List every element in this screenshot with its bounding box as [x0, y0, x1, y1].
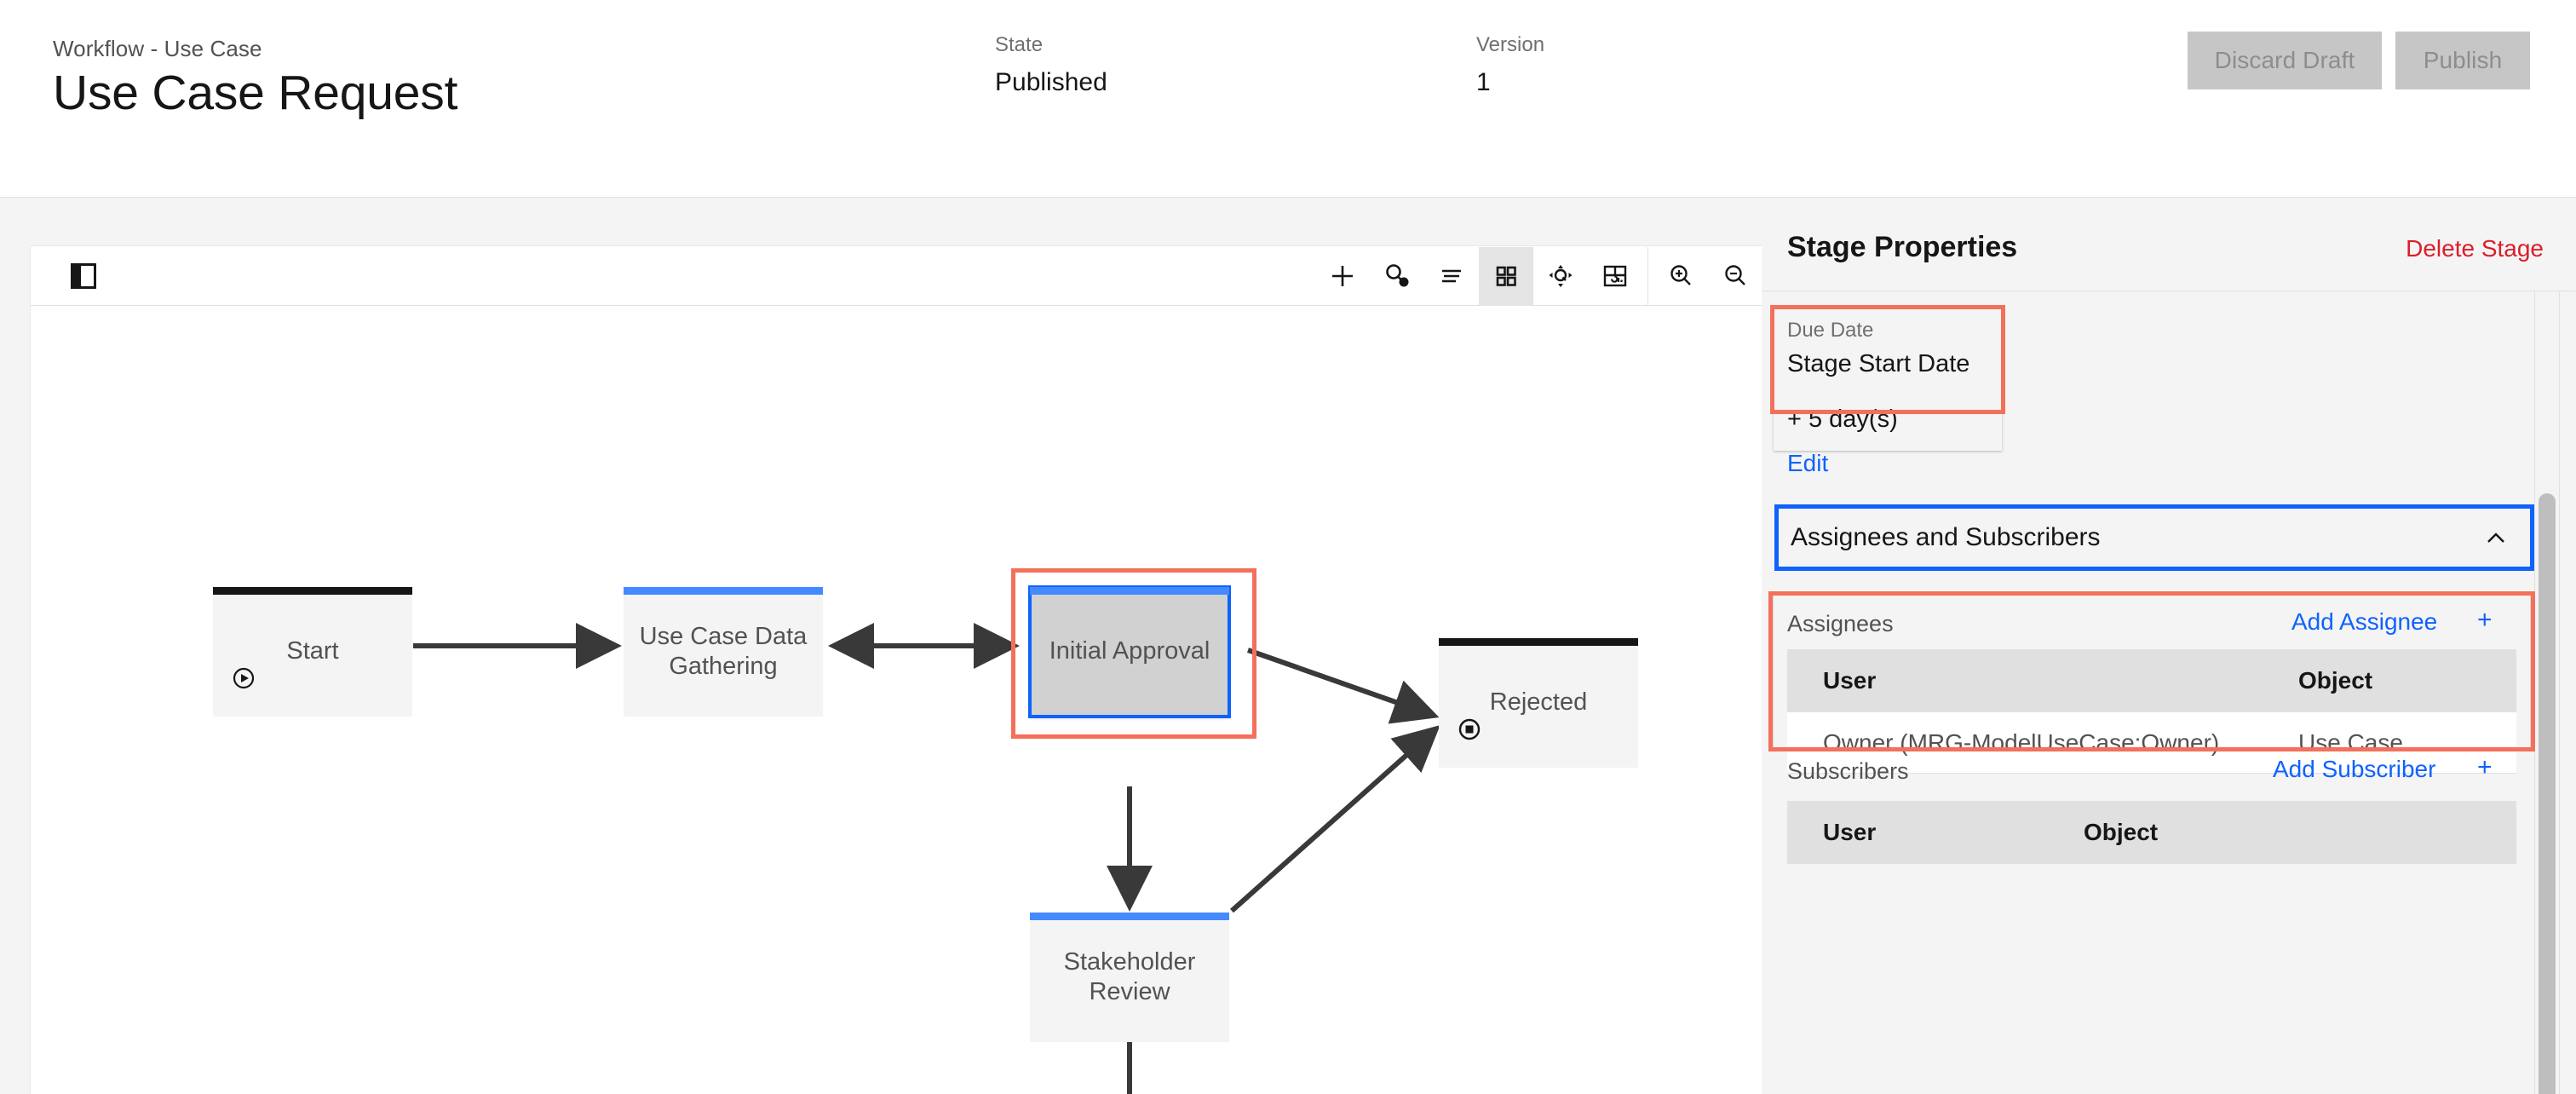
column-header-user: User — [1823, 819, 1877, 845]
plus-icon[interactable]: + — [2477, 606, 2493, 634]
node-label: Rejected — [1489, 688, 1588, 717]
node-use-case-data-gathering[interactable]: Use Case Data Gathering — [624, 587, 823, 717]
node-start[interactable]: Start — [213, 587, 412, 717]
subscribers-table-header: User Object — [1787, 801, 2516, 864]
accordion-assignees-subscribers[interactable]: Assignees and Subscribers — [1777, 507, 2532, 568]
node-label: Initial Approval — [1049, 637, 1210, 665]
workflow-canvas-card: Start Use Case Data Gathering — [30, 245, 1762, 1094]
delete-stage-button[interactable]: Delete Stage — [2406, 235, 2544, 262]
add-assignee-link[interactable]: Add Assignee — [2291, 608, 2438, 635]
header-actions: Discard Draft Publish — [2188, 32, 2530, 89]
page-title: Use Case Request — [53, 66, 458, 120]
subscribers-table: User Object — [1787, 801, 2516, 864]
node-status-bar — [213, 587, 412, 595]
add-icon[interactable] — [1315, 247, 1370, 306]
due-date-card[interactable]: Due Date Stage Start Date + 5 day(s) — [1774, 308, 2002, 451]
column-header-object: Object — [2084, 819, 2159, 845]
column-header-user: User — [1823, 667, 1877, 694]
zoom-in-icon[interactable] — [1653, 247, 1708, 306]
panel-scrollbar-thumb[interactable] — [2539, 493, 2556, 1094]
edge-initial-rejected — [1247, 648, 1440, 724]
node-initial-approval[interactable]: Initial Approval — [1028, 585, 1231, 718]
stage-properties-panel: Stage Properties Delete Stage Due Date S… — [1762, 199, 2576, 1094]
fit-move-icon[interactable] — [1533, 247, 1588, 306]
node-rejected[interactable]: Rejected — [1439, 638, 1638, 768]
breadcrumb: Workflow - Use Case — [53, 36, 262, 61]
edge-stakeholder-rejected — [1230, 725, 1440, 913]
toolbar-right-group — [1315, 246, 1762, 306]
due-date-offset: + 5 day(s) — [1787, 406, 1898, 433]
accordion-label: Assignees and Subscribers — [1791, 523, 2101, 551]
diagram-edges — [413, 623, 1440, 1094]
column-header-object: Object — [2298, 667, 2373, 694]
play-circle-icon — [232, 666, 256, 694]
node-status-bar — [1030, 913, 1229, 920]
zoom-out-icon[interactable] — [1708, 247, 1762, 306]
layout-panel-icon[interactable] — [1588, 247, 1642, 306]
grid-layout-icon[interactable] — [1479, 246, 1533, 306]
node-label: Stakeholder Review — [1063, 947, 1196, 1005]
edit-due-date-link[interactable]: Edit — [1787, 450, 1829, 476]
page-header: Workflow - Use Case Use Case Request Sta… — [0, 0, 2576, 198]
assignee-user-cell: Owner (MRG-ModelUseCase:Owner) — [1823, 728, 2220, 756]
version-label: Version — [1476, 33, 1545, 56]
toolbar-left-group — [56, 246, 111, 306]
node-stakeholder-review[interactable]: Stakeholder Review — [1030, 913, 1229, 1042]
chevron-up-icon — [2484, 527, 2508, 555]
align-lines-icon[interactable] — [1424, 247, 1479, 306]
assignees-table-header: User Object — [1787, 649, 2516, 712]
toolbar-divider — [1647, 246, 1648, 306]
subscribers-section-label: Subscribers — [1787, 758, 1909, 784]
page-title-properties: Stage Properties — [1787, 231, 2018, 263]
stop-circle-icon — [1458, 717, 1481, 746]
due-date-value: Stage Start Date — [1787, 350, 1970, 377]
canvas-toolbar — [31, 246, 1762, 306]
plus-icon[interactable]: + — [2477, 753, 2493, 781]
state-label: State — [995, 33, 1044, 56]
node-status-bar — [1030, 587, 1229, 595]
table-row[interactable]: Owner (MRG-ModelUseCase:Owner) Use Case — [1787, 712, 2516, 774]
node-status-bar — [1439, 638, 1638, 646]
assignee-object-cell: Use Case — [2298, 728, 2403, 756]
due-date-label: Due Date — [1787, 319, 1874, 342]
properties-header: Stage Properties Delete Stage — [1762, 199, 2576, 291]
state-value: Published — [995, 68, 1107, 97]
panel-toggle-icon[interactable] — [56, 247, 111, 306]
discard-draft-button[interactable]: Discard Draft — [2188, 32, 2382, 89]
properties-scroll-area[interactable]: Due Date Stage Start Date + 5 day(s) Edi… — [1762, 291, 2576, 1094]
version-block: Version 1 — [1476, 33, 1545, 97]
node-label: Start — [286, 637, 339, 665]
publish-button[interactable]: Publish — [2395, 32, 2530, 89]
connection-icon[interactable] — [1370, 247, 1424, 306]
version-value: 1 — [1476, 68, 1491, 97]
state-block: State Published — [995, 33, 1107, 97]
body-area: Start Use Case Data Gathering — [0, 199, 2576, 1094]
node-status-bar — [624, 587, 823, 595]
add-subscriber-link[interactable]: Add Subscriber — [2273, 756, 2436, 782]
assignees-section-label: Assignees — [1787, 611, 1894, 636]
assignees-table: User Object Owner (MRG-ModelUseCase:Owne… — [1787, 649, 2516, 774]
diagram-surface[interactable]: Start Use Case Data Gathering — [31, 306, 1762, 1094]
node-label: Use Case Data Gathering — [639, 622, 808, 680]
